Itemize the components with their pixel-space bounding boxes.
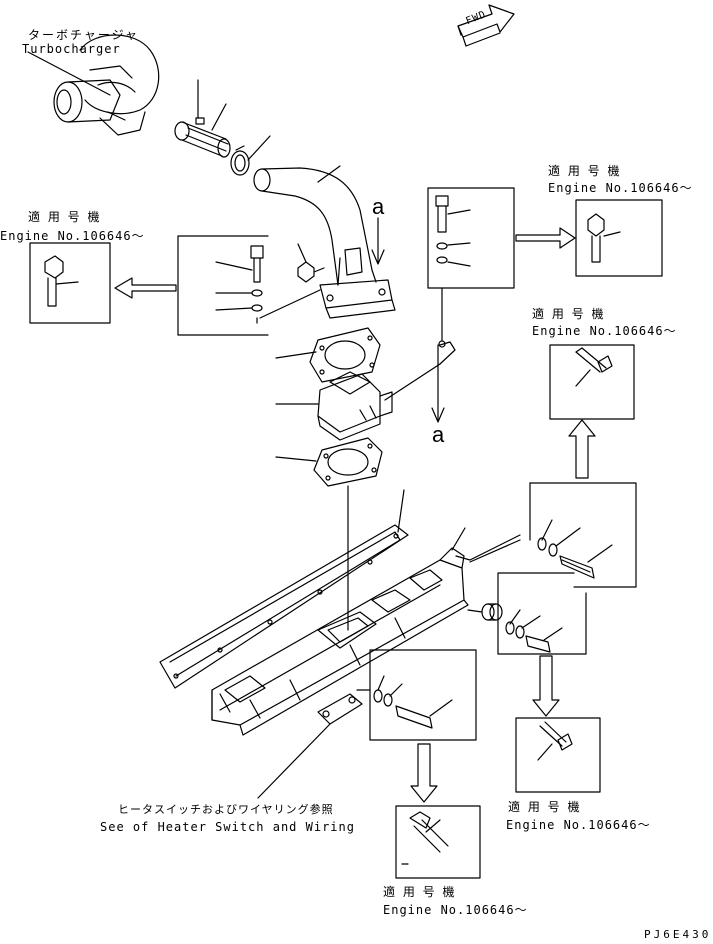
applicable-jp-top-right: 適 用 号 機 [548,164,622,178]
pipe-bolt-part [297,261,325,283]
heater-body-part [317,340,456,441]
pipe-leader-line [317,165,341,183]
applicable-en-lower-center: Engine No.106646～ [383,903,528,917]
gasket-upper-part [309,327,381,383]
turbocharger-label-jp: ターボチャージャ [28,28,140,42]
bolt-set-box-lower-center [369,649,477,741]
hose-part [174,117,231,158]
applicable-jp-lower-right: 適 用 号 機 [508,800,582,814]
callout-arrow-down-icon [431,407,445,423]
heater-switch-leader [257,723,331,799]
arrow-up-icon [568,419,596,479]
turbocharger-leader-line [27,51,111,96]
engine-box-right [549,344,635,420]
fwd-arrow-icon [457,4,515,47]
callout-a-top: a [372,194,385,219]
manifold-gasket-part [159,524,409,689]
bolt-set-box-lower-right [497,572,587,655]
engine-box-left [29,242,111,324]
applicable-jp-left: 適 用 号 機 [28,210,102,224]
bolt-set-box-right [529,482,637,588]
gasket-lower-part [313,437,383,487]
manifold-gasket-leader [397,489,405,533]
gasket-lower-leader [275,456,317,462]
arrow-down-icon-right [532,655,560,717]
engine-box-top-right [575,199,663,277]
applicable-jp-right: 適 用 号 機 [532,307,606,321]
spacer-leader [467,609,483,613]
applicable-en-top-right: Engine No.106646～ [548,181,693,195]
elbow-pipe-part [253,167,396,319]
spacer-part [481,603,503,621]
turbocharger-part [53,34,160,136]
hose-leader-lines [197,79,271,161]
intake-manifold-part [211,534,521,736]
bracket-plate-part [317,693,363,725]
bolt-set-box-left [177,235,269,336]
clamp-part [230,145,250,176]
manifold-leader [451,527,466,551]
callout-arrow-top-icon [371,249,385,265]
callout-a-bottom: a [432,422,445,447]
applicable-en-right: Engine No.106646～ [532,324,677,338]
gasket-upper-leader [275,351,317,359]
applicable-en-lower-right: Engine No.106646～ [506,818,651,832]
arrow-right-icon-top [515,227,576,249]
drawing-code: PJ6E430 [644,928,712,941]
heater-ref-en: See of Heater Switch and Wiring [100,820,355,834]
engine-box-lower-right [515,717,601,793]
bolt-set-box-top-right [427,187,515,341]
arrow-left-icon [114,277,177,299]
applicable-jp-lower-center: 適 用 号 機 [383,885,457,899]
pipe-bolt-leader [297,243,307,263]
engine-box-lower-center [395,805,481,879]
applicable-en-left: Engine No.106646～ [0,229,145,243]
box-right-link [469,539,521,563]
box-left-link [259,289,321,319]
turbocharger-label-en: Turbocharger [22,42,121,56]
heater-ref-jp: ヒータスイッチおよびワイヤリング参照 [118,803,334,816]
arrow-down-icon-center [410,743,438,803]
